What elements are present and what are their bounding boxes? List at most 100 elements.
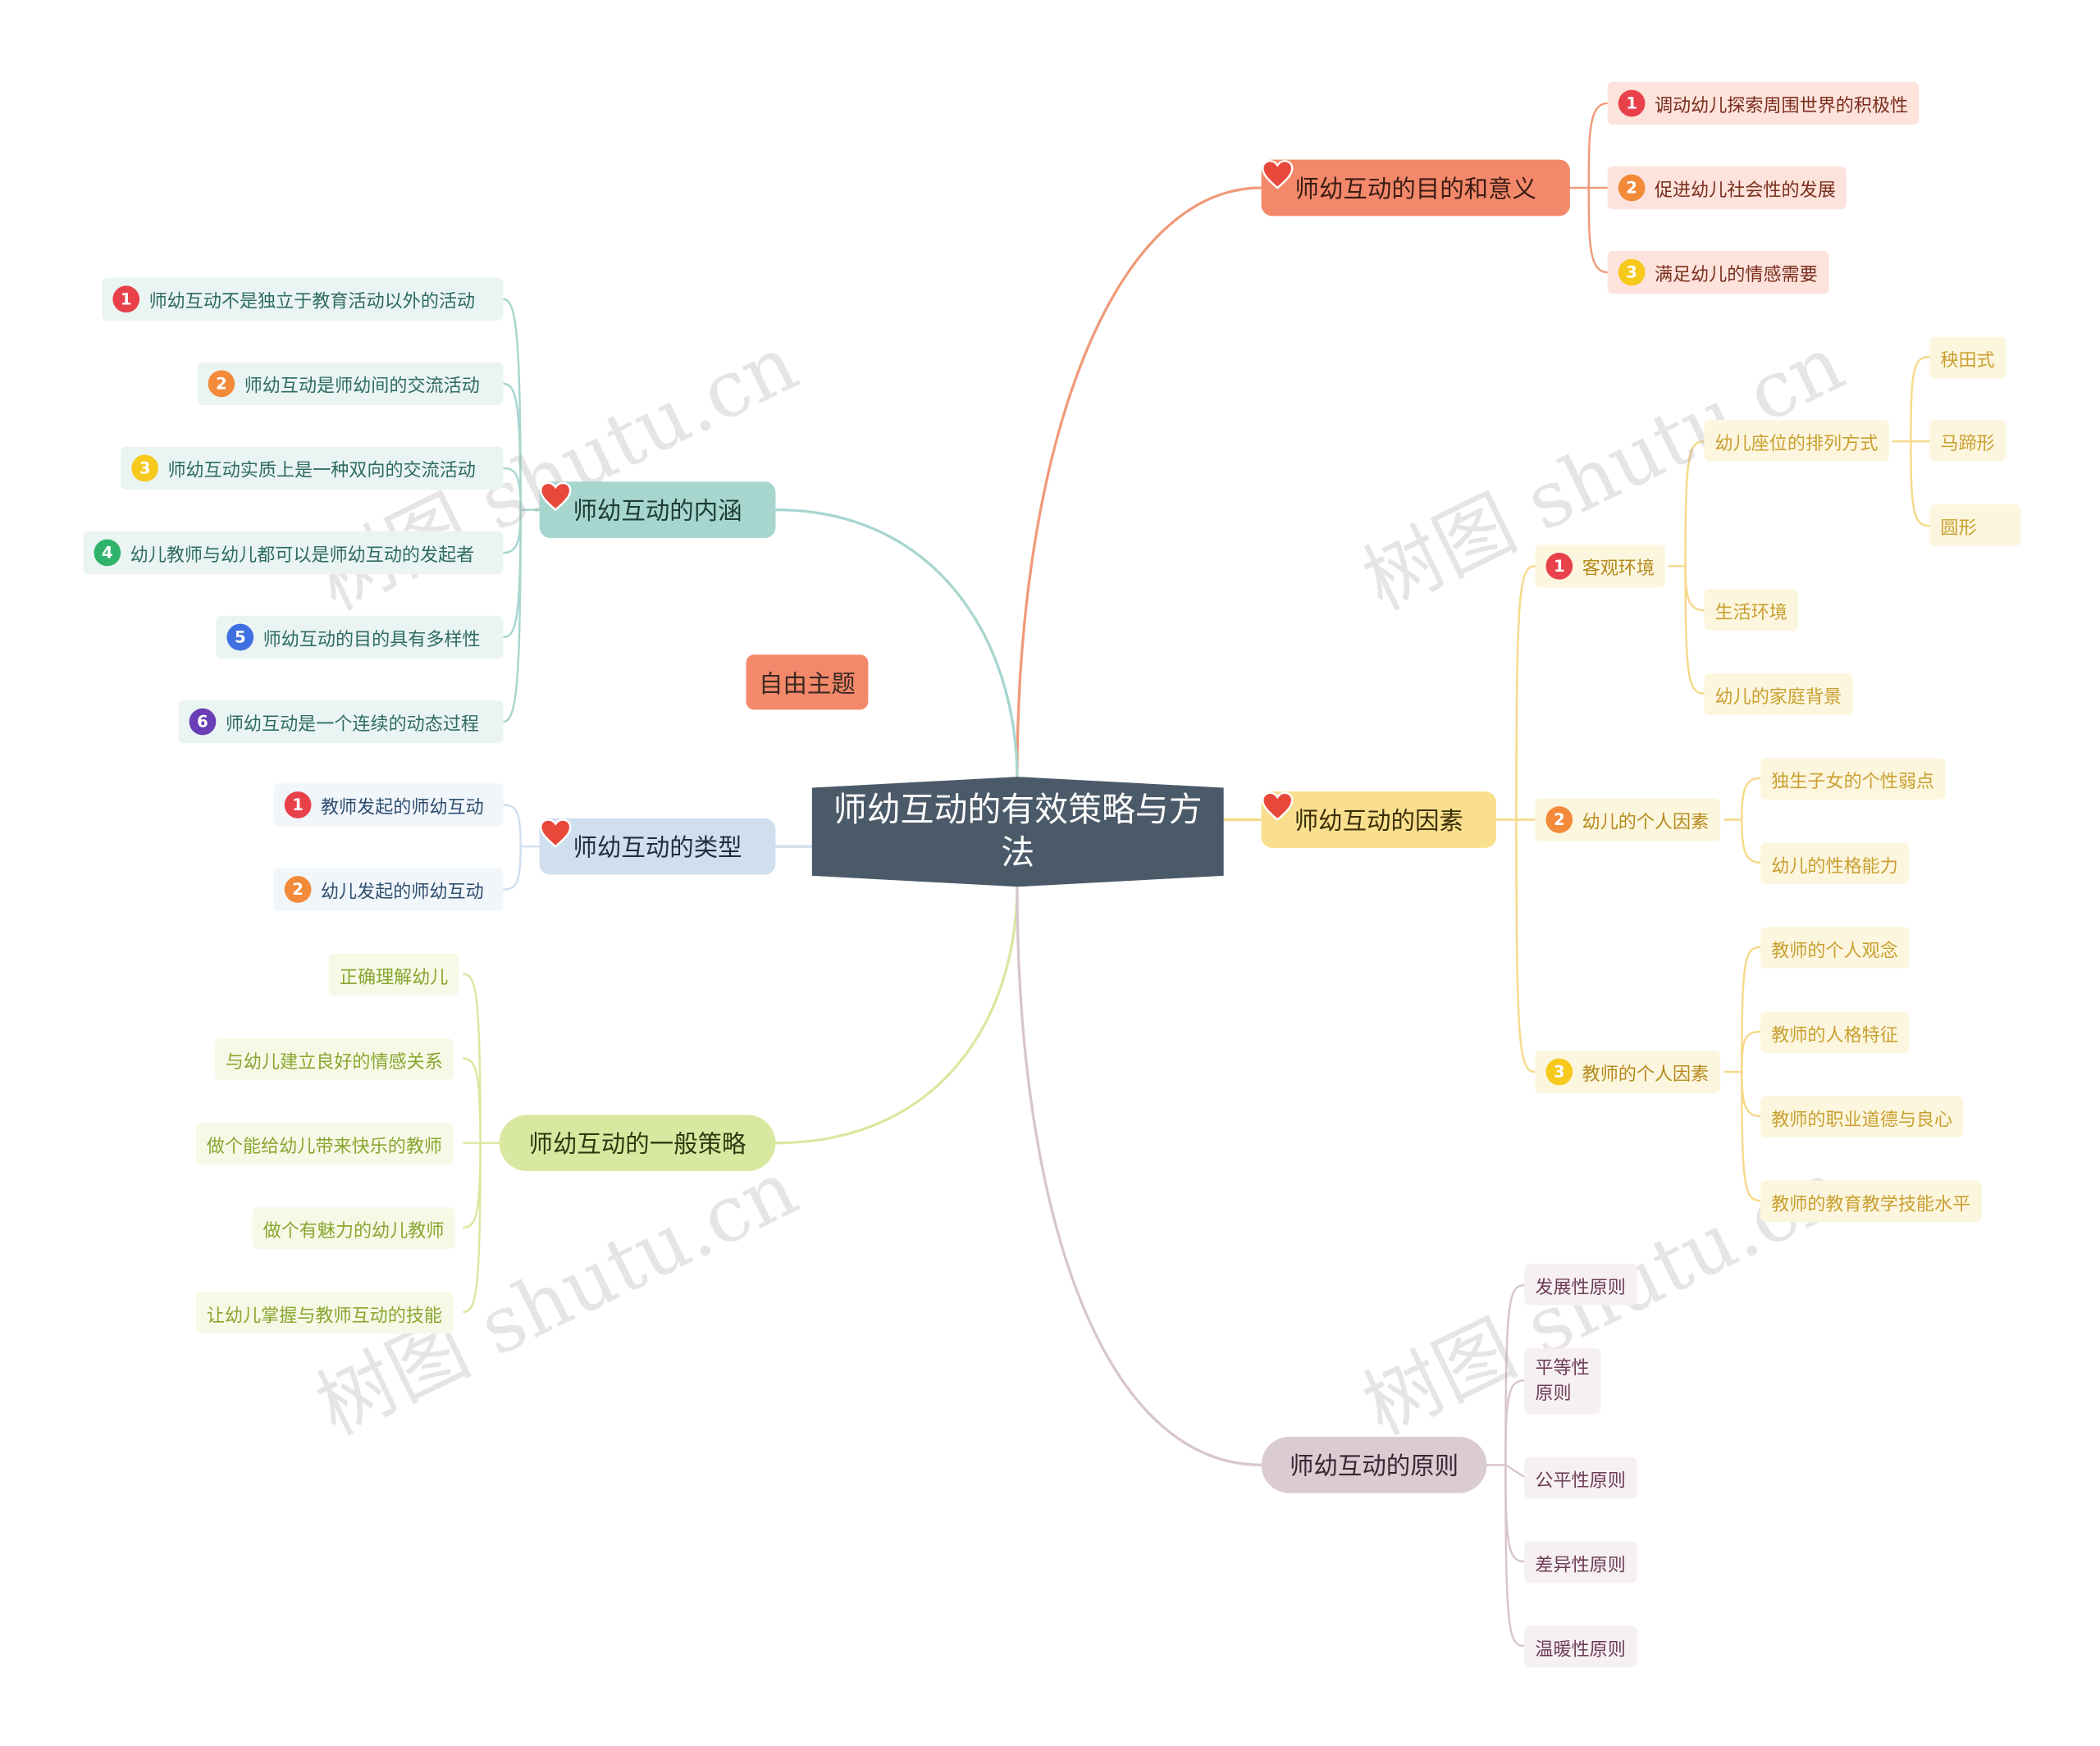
branch-content-label: 师幼互动的内涵 bbox=[573, 497, 742, 527]
factor-item[interactable]: 生活环境 bbox=[1704, 589, 1798, 631]
factor-item-label: 生活环境 bbox=[1714, 601, 1787, 623]
factor-group-label: 幼儿的个人因素 bbox=[1582, 811, 1710, 833]
principle-item[interactable]: 公平性原则 bbox=[1524, 1457, 1637, 1499]
principle-item[interactable]: 温暖性原则 bbox=[1524, 1625, 1637, 1668]
factor-item[interactable]: 教师的教育教学技能水平 bbox=[1760, 1180, 1982, 1223]
factor-item[interactable]: 幼儿的性格能力 bbox=[1760, 842, 1909, 884]
content-item-label: 幼儿教师与幼儿都可以是师幼互动的发起者 bbox=[130, 545, 475, 567]
factor-item[interactable]: 独生子女的个性弱点 bbox=[1760, 758, 1946, 800]
content-item[interactable]: 1 师幼互动不是独立于教育活动以外的活动 bbox=[102, 277, 504, 321]
number-1-icon: 1 bbox=[284, 791, 312, 818]
number-3-icon: 3 bbox=[1618, 258, 1646, 286]
content-item-label: 师幼互动实质上是一种双向的交流活动 bbox=[167, 460, 476, 482]
branch-types-label: 师幼互动的类型 bbox=[573, 834, 742, 863]
number-6-icon: 6 bbox=[189, 708, 217, 736]
principle-item-label: 公平性原则 bbox=[1535, 1470, 1626, 1492]
types-item-label: 幼儿发起的师幼互动 bbox=[320, 881, 484, 903]
factor-group-label: 教师的个人因素 bbox=[1582, 1064, 1710, 1086]
types-item-label: 教师发起的师幼互动 bbox=[320, 796, 484, 818]
number-2-icon: 2 bbox=[284, 876, 312, 903]
factor-group[interactable]: 3 教师的个人因素 bbox=[1535, 1050, 1720, 1094]
branch-strategy[interactable]: 师幼互动的一般策略 bbox=[499, 1115, 776, 1172]
number-4-icon: 4 bbox=[94, 539, 121, 567]
content-item-label: 师幼互动的目的具有多样性 bbox=[262, 629, 481, 651]
factor-item-label: 幼儿的性格能力 bbox=[1771, 855, 1898, 877]
principle-item-label: 发展性原则 bbox=[1535, 1276, 1626, 1298]
purpose-item[interactable]: 2 促进幼儿社会性的发展 bbox=[1607, 166, 1847, 210]
seating-item-label: 秧田式 bbox=[1940, 349, 1995, 372]
number-3-icon: 3 bbox=[1545, 1058, 1573, 1086]
seating-item[interactable]: 秧田式 bbox=[1929, 336, 2006, 379]
factor-item-label: 独生子女的个性弱点 bbox=[1771, 770, 1935, 792]
factor-item[interactable]: 教师的个人观念 bbox=[1760, 927, 1909, 969]
floating-topic-label: 自由主题 bbox=[759, 670, 856, 699]
floating-topic[interactable]: 自由主题 bbox=[746, 654, 869, 710]
branch-content[interactable]: 师幼互动的内涵 bbox=[539, 481, 776, 538]
strategy-item-label: 让幼儿掌握与教师互动的技能 bbox=[206, 1304, 442, 1326]
types-item[interactable]: 1 教师发起的师幼互动 bbox=[273, 783, 504, 827]
branch-factors[interactable]: 师幼互动的因素 bbox=[1261, 791, 1496, 848]
heart-icon bbox=[540, 818, 572, 848]
factor-group[interactable]: 1 客观环境 bbox=[1535, 545, 1666, 588]
seating-item[interactable]: 马蹄形 bbox=[1929, 420, 2006, 462]
factor-item-label: 幼儿座位的排列方式 bbox=[1714, 432, 1879, 454]
principle-item[interactable]: 差异性原则 bbox=[1524, 1541, 1637, 1584]
factor-item[interactable]: 教师的人格特征 bbox=[1760, 1011, 1909, 1054]
principle-item[interactable]: 平等性 原则 bbox=[1524, 1347, 1600, 1415]
principle-item-label: 温暖性原则 bbox=[1535, 1639, 1626, 1661]
factor-item-label: 教师的个人观念 bbox=[1771, 939, 1898, 962]
factor-group[interactable]: 2 幼儿的个人因素 bbox=[1535, 798, 1720, 841]
number-2-icon: 2 bbox=[1618, 174, 1646, 202]
principle-item-label: 原则 bbox=[1535, 1382, 1572, 1404]
branch-factors-label: 师幼互动的因素 bbox=[1294, 807, 1463, 837]
principle-item-label: 差异性原则 bbox=[1535, 1554, 1626, 1576]
strategy-item[interactable]: 做个有魅力的幼儿教师 bbox=[252, 1207, 455, 1249]
factor-item-label: 幼儿的家庭背景 bbox=[1714, 686, 1842, 708]
types-item[interactable]: 2 幼儿发起的师幼互动 bbox=[273, 868, 504, 911]
content-item[interactable]: 5 师幼互动的目的具有多样性 bbox=[216, 615, 504, 659]
principle-item[interactable]: 发展性原则 bbox=[1524, 1263, 1637, 1306]
number-1-icon: 1 bbox=[112, 285, 140, 313]
factor-item[interactable]: 幼儿的家庭背景 bbox=[1704, 673, 1853, 715]
purpose-item[interactable]: 3 满足幼儿的情感需要 bbox=[1607, 250, 1828, 294]
purpose-item-label: 调动幼儿探索周围世界的积极性 bbox=[1654, 95, 1909, 117]
heart-icon bbox=[1262, 791, 1294, 822]
branch-strategy-label: 师幼互动的一般策略 bbox=[528, 1130, 746, 1160]
branch-principles[interactable]: 师幼互动的原则 bbox=[1261, 1436, 1487, 1493]
central-topic[interactable]: 师幼互动的有效策略与方法 bbox=[811, 777, 1224, 887]
number-1-icon: 1 bbox=[1618, 89, 1646, 117]
content-item[interactable]: 4 幼儿教师与幼儿都可以是师幼互动的发起者 bbox=[83, 531, 504, 575]
number-2-icon: 2 bbox=[208, 370, 235, 398]
branch-types[interactable]: 师幼互动的类型 bbox=[539, 818, 776, 875]
principle-item-label: 平等性 bbox=[1535, 1356, 1590, 1379]
purpose-item-label: 促进幼儿社会性的发展 bbox=[1654, 180, 1836, 202]
strategy-item[interactable]: 正确理解幼儿 bbox=[328, 954, 459, 996]
content-item[interactable]: 2 师幼互动是师幼间的交流活动 bbox=[197, 362, 504, 406]
strategy-item[interactable]: 与幼儿建立良好的情感关系 bbox=[214, 1038, 454, 1080]
strategy-item[interactable]: 做个能给幼儿带来快乐的教师 bbox=[195, 1123, 454, 1165]
content-item-label: 师幼互动不是独立于教育活动以外的活动 bbox=[148, 290, 476, 313]
strategy-item-label: 正确理解幼儿 bbox=[339, 966, 449, 988]
branch-purpose[interactable]: 师幼互动的目的和意义 bbox=[1261, 159, 1570, 217]
factor-item[interactable]: 幼儿座位的排列方式 bbox=[1704, 420, 1889, 462]
strategy-item[interactable]: 让幼儿掌握与教师互动的技能 bbox=[195, 1292, 454, 1333]
strategy-item-label: 与幼儿建立良好的情感关系 bbox=[225, 1051, 443, 1073]
factor-item-label: 教师的人格特征 bbox=[1771, 1023, 1898, 1046]
purpose-item[interactable]: 1 调动幼儿探索周围世界的积极性 bbox=[1607, 81, 1920, 125]
factor-item-label: 教师的职业道德与良心 bbox=[1771, 1108, 1953, 1131]
content-item[interactable]: 6 师幼互动是一个连续的动态过程 bbox=[178, 700, 504, 744]
seating-item-label: 马蹄形 bbox=[1940, 432, 1995, 454]
number-3-icon: 3 bbox=[131, 454, 159, 482]
central-topic-label: 师幼互动的有效策略与方法 bbox=[833, 790, 1203, 873]
factor-item-label: 教师的教育教学技能水平 bbox=[1771, 1193, 1971, 1215]
strategy-item-label: 做个有魅力的幼儿教师 bbox=[262, 1219, 445, 1242]
factor-item[interactable]: 教师的职业道德与良心 bbox=[1760, 1096, 1964, 1138]
content-item[interactable]: 3 师幼互动实质上是一种双向的交流活动 bbox=[121, 446, 504, 490]
factor-group-label: 客观环境 bbox=[1582, 558, 1655, 580]
content-item-label: 师幼互动是一个连续的动态过程 bbox=[225, 713, 479, 736]
number-5-icon: 5 bbox=[226, 623, 254, 651]
seating-item[interactable]: 圆形 bbox=[1929, 504, 2021, 546]
branch-purpose-label: 师幼互动的目的和意义 bbox=[1294, 176, 1536, 204]
number-1-icon: 1 bbox=[1545, 552, 1573, 580]
